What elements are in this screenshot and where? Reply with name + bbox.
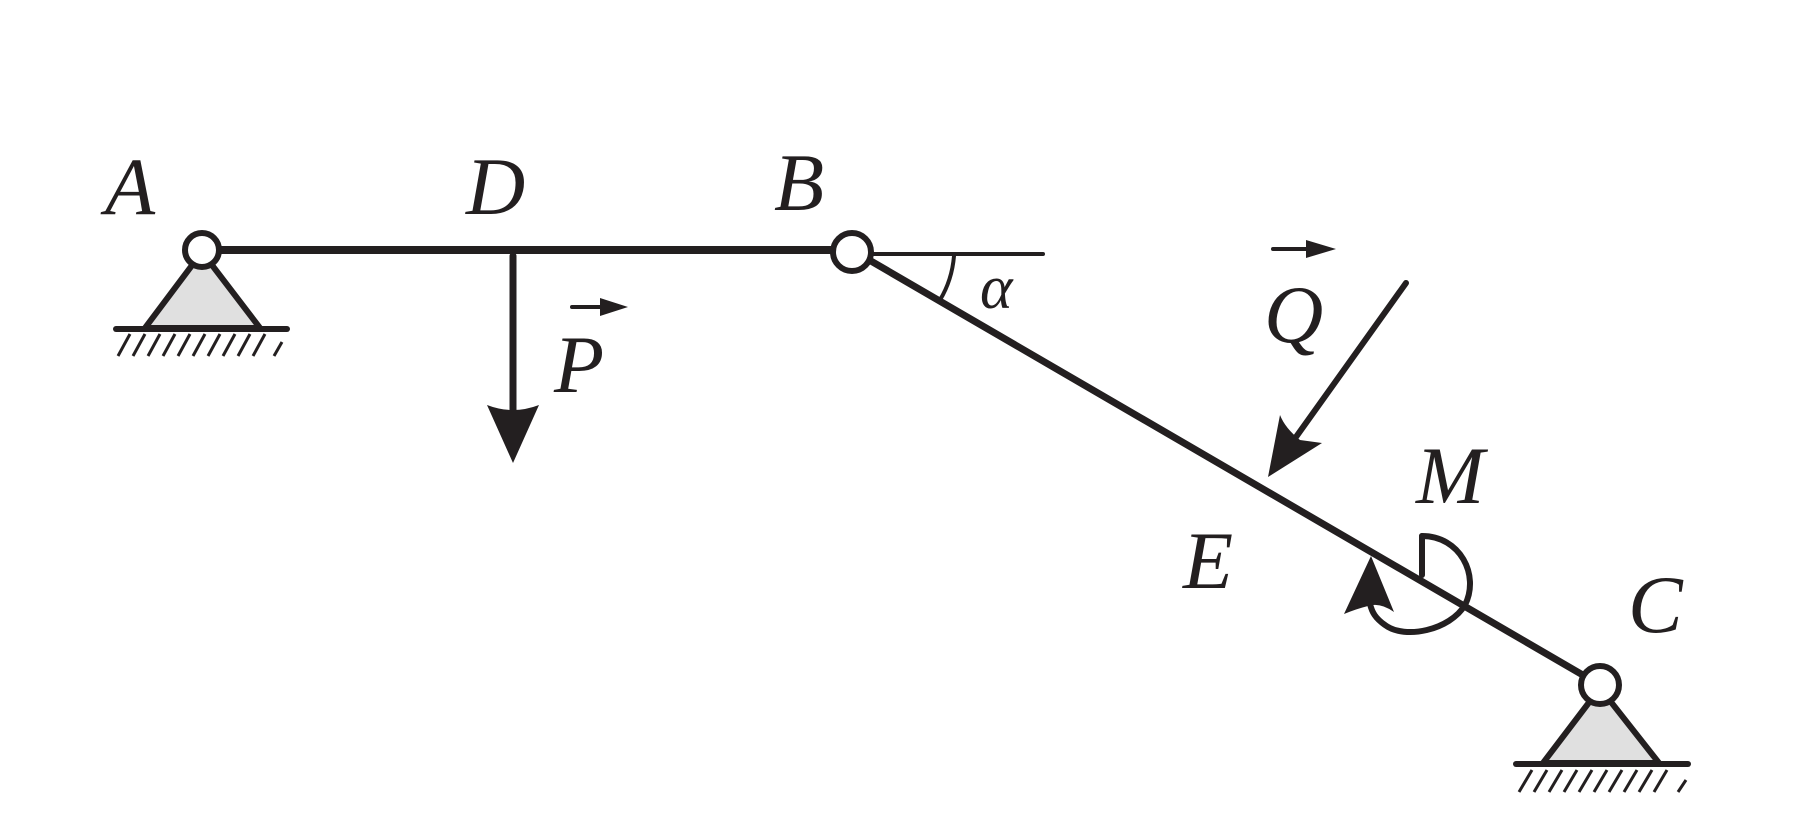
ground-hatch-a [116, 333, 284, 357]
force-q-arrow [1268, 280, 1409, 477]
hinge-c-icon [1578, 663, 1622, 707]
force-p-arrow [487, 252, 539, 463]
label-e: E [1182, 515, 1233, 606]
hinge-b-icon [830, 230, 874, 274]
vector-arrow-q-icon [1271, 240, 1336, 258]
moment-m [1344, 533, 1473, 635]
support-c [1513, 663, 1691, 793]
vector-arrow-p-icon [570, 298, 628, 316]
angle-alpha-arc [938, 254, 956, 302]
ground-hatch-c [1517, 769, 1688, 793]
label-c: C [1628, 559, 1684, 650]
label-d: D [465, 141, 525, 232]
support-a [113, 230, 290, 357]
label-b: B [774, 137, 824, 228]
label-alpha: α [980, 254, 1014, 322]
label-q: Q [1264, 269, 1323, 360]
curved-arrow-icon [1367, 533, 1473, 635]
beam-bc [848, 246, 1604, 689]
hinge-a-icon [182, 230, 222, 270]
label-m: M [1415, 430, 1489, 521]
label-p: P [553, 319, 604, 410]
label-a: A [100, 141, 156, 232]
